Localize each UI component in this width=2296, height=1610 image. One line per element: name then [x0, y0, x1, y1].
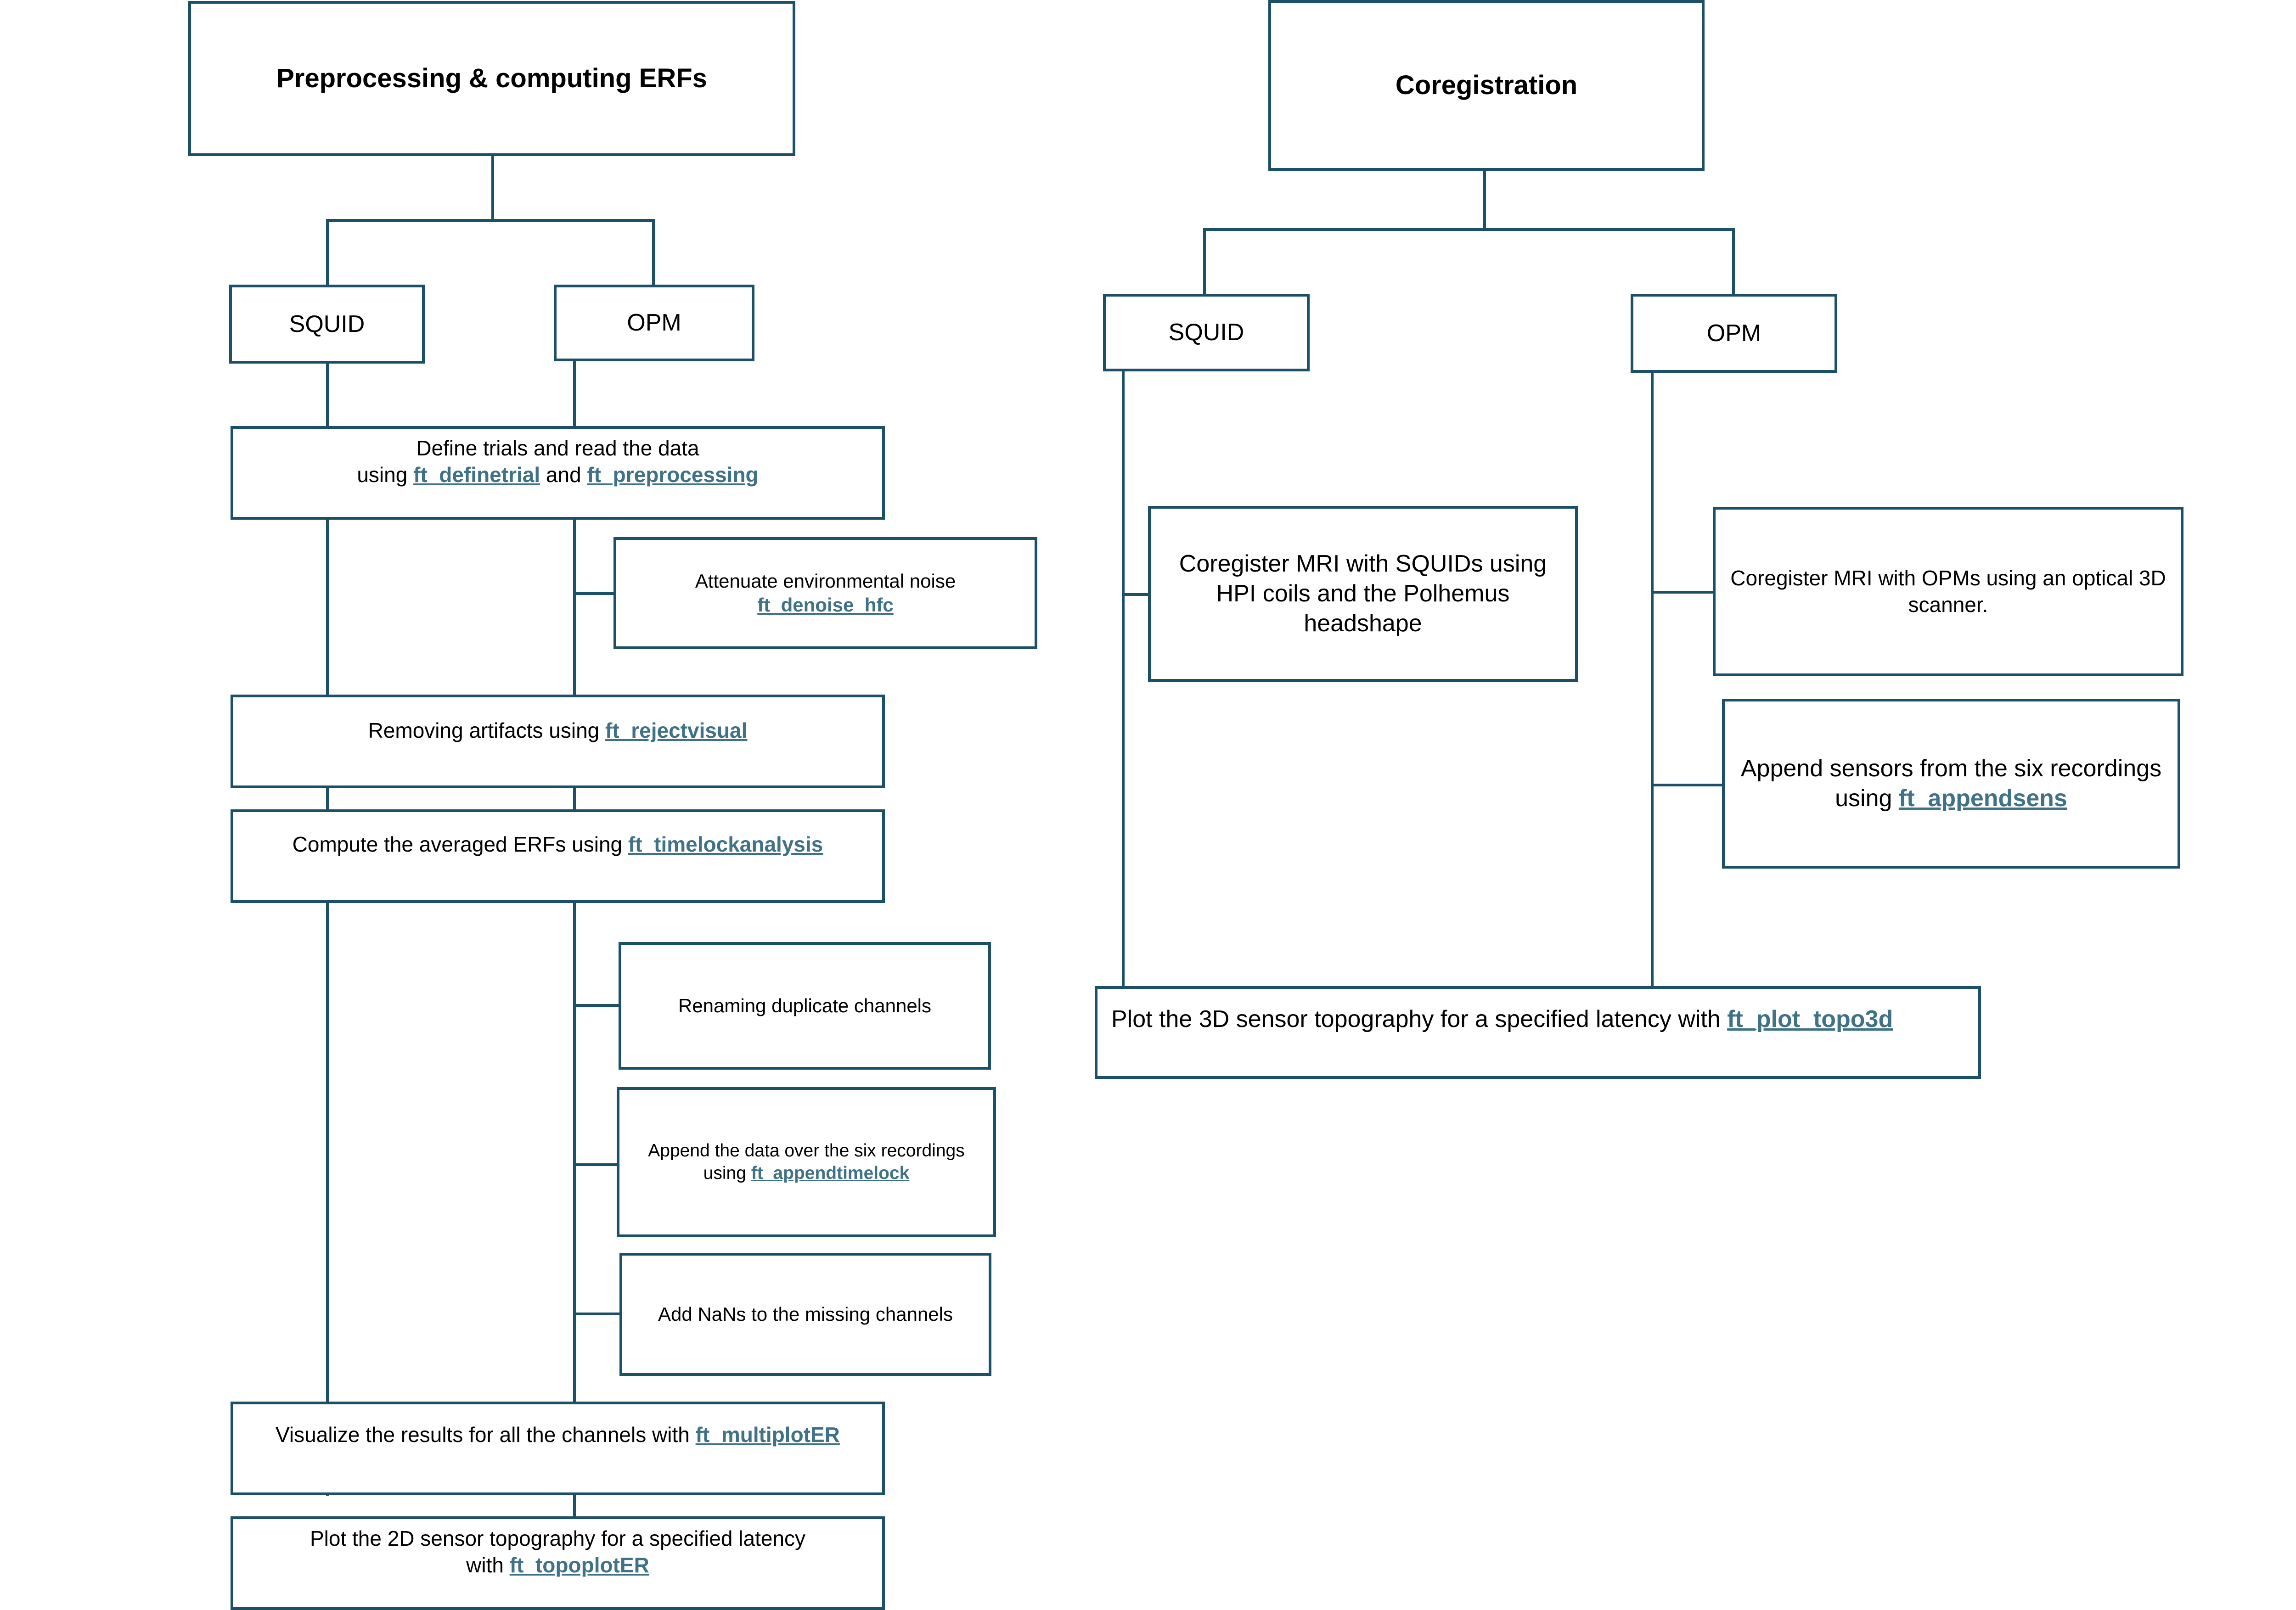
ft-denoise-hfc-link[interactable]: ft_denoise_hfc: [757, 594, 894, 616]
connector-opm-right-column: [1651, 372, 1723, 987]
add-nans-box: Add NaNs to the missing channels: [619, 1253, 991, 1376]
define-trials-box: Define trials and read the data using ft…: [231, 426, 885, 520]
ft-multiploter-link[interactable]: ft_multiplotER: [695, 1423, 840, 1447]
append-sensors-using: using: [1835, 785, 1899, 812]
opm-branch-box: OPM: [554, 285, 754, 361]
visualize-results-pre: Visualize the results for all the channe…: [276, 1423, 696, 1447]
connector-coreg-title-to-branches: [1203, 170, 1735, 294]
coregister-squid-box: Coregister MRI with SQUIDs using HPI coi…: [1148, 506, 1578, 682]
define-trials-and: and: [540, 462, 587, 487]
plot-2d-line1: Plot the 2D sensor topography for a spec…: [310, 1526, 806, 1550]
ft-plot-topo3d-link[interactable]: ft_plot_topo3d: [1727, 1006, 1893, 1032]
squid-branch-box: SQUID: [229, 285, 425, 364]
renaming-channels-text: Renaming duplicate channels: [678, 994, 932, 1016]
removing-artifacts-box: Removing artifacts using ft_rejectvisual: [231, 695, 885, 788]
define-trials-using: using: [357, 462, 414, 487]
append-data-box: Append the data over the six recordings …: [617, 1087, 996, 1237]
append-data-line1: Append the data over the six recordings: [648, 1140, 965, 1161]
opm-right-branch-box: OPM: [1631, 294, 1837, 373]
preprocessing-title: Preprocessing & computing ERFs: [276, 63, 707, 93]
visualize-results-text: Visualize the results for all the channe…: [276, 1422, 840, 1448]
plot-3d-topography-box: Plot the 3D sensor topography for a spec…: [1095, 986, 1981, 1079]
append-sensors-box: Append sensors from the six recordings u…: [1722, 699, 2180, 869]
ft-appendtimelock-link[interactable]: ft_appendtimelock: [751, 1163, 910, 1183]
compute-erfs-pre: Compute the averaged ERFs using: [292, 832, 628, 856]
define-trials-line1: Define trials and read the data: [416, 436, 699, 460]
compute-erfs-box: Compute the averaged ERFs using ft_timel…: [231, 809, 885, 903]
coregister-opm-box: Coregister MRI with OPMs using an optica…: [1713, 507, 2183, 676]
opm-branch-label: OPM: [627, 309, 681, 336]
coregister-squid-text: Coregister MRI with SQUIDs using HPI coi…: [1179, 550, 1547, 637]
removing-artifacts-text: Removing artifacts using ft_rejectvisual: [368, 718, 748, 744]
coregister-opm-text: Coregister MRI with OPMs using an optica…: [1730, 566, 2166, 617]
append-sensors-text: Append sensors from the six recordings u…: [1741, 754, 2161, 813]
define-trials-text: Define trials and read the data using ft…: [357, 435, 758, 488]
visualize-results-box: Visualize the results for all the channe…: [231, 1402, 885, 1495]
connector-opm-side-branches: [574, 592, 621, 1315]
plot-3d-topography-text: Plot the 3D sensor topography for a spec…: [1111, 1004, 1893, 1034]
plot-2d-topography-text: Plot the 2D sensor topography for a spec…: [310, 1526, 805, 1578]
attenuate-noise-text: Attenuate environmental noise ft_denoise…: [695, 569, 956, 617]
append-data-using: using: [703, 1163, 751, 1183]
attenuate-noise-box: Attenuate environmental noise ft_denoise…: [613, 537, 1037, 649]
coregistration-title: Coregistration: [1395, 70, 1578, 100]
removing-artifacts-pre: Removing artifacts using: [368, 718, 606, 742]
ft-topoploter-link[interactable]: ft_topoplotER: [509, 1553, 649, 1577]
attenuate-noise-line1: Attenuate environmental noise: [695, 570, 956, 592]
plot-3d-pre: Plot the 3D sensor topography for a spec…: [1111, 1006, 1728, 1032]
ft-preprocessing-link[interactable]: ft_preprocessing: [587, 462, 759, 487]
ft-timelockanalysis-link[interactable]: ft_timelockanalysis: [628, 832, 823, 856]
plot-2d-with: with: [466, 1553, 510, 1577]
plot-2d-topography-box: Plot the 2D sensor topography for a spec…: [231, 1516, 885, 1610]
connector-title-to-branches: [326, 155, 655, 285]
add-nans-text: Add NaNs to the missing channels: [658, 1303, 953, 1325]
squid-right-branch-label: SQUID: [1168, 319, 1244, 346]
renaming-channels-box: Renaming duplicate channels: [619, 942, 991, 1070]
ft-appendsens-link[interactable]: ft_appendsens: [1898, 785, 2067, 812]
compute-erfs-text: Compute the averaged ERFs using ft_timel…: [293, 831, 823, 858]
append-sensors-line1: Append sensors from the six recordings: [1740, 755, 2162, 782]
squid-right-branch-box: SQUID: [1103, 294, 1310, 371]
ft-rejectvisual-link[interactable]: ft_rejectvisual: [605, 718, 748, 742]
opm-right-branch-label: OPM: [1706, 320, 1761, 347]
preprocessing-title-box: Preprocessing & computing ERFs: [188, 1, 795, 156]
squid-branch-label: SQUID: [289, 310, 365, 337]
connector-squid-right-column: [1122, 370, 1149, 987]
ft-definetrial-link[interactable]: ft_definetrial: [413, 462, 540, 487]
append-data-text: Append the data over the six recordings …: [648, 1140, 964, 1185]
coregistration-title-box: Coregistration: [1268, 0, 1705, 171]
